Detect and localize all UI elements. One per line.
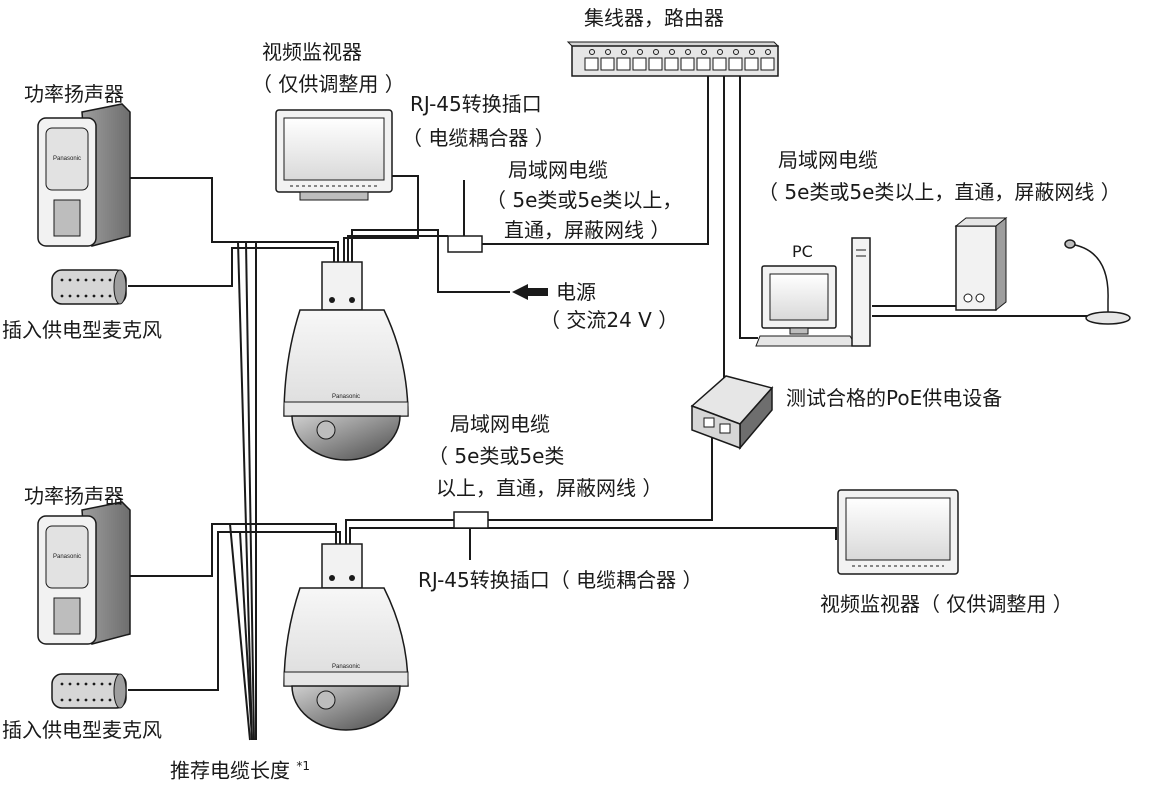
lan-cable-low-label-3: 以上，直通，屏蔽网线 ） xyxy=(436,476,663,500)
pc-speaker-icon xyxy=(954,216,1008,312)
speaker-brand-text: Panasonic xyxy=(53,554,81,560)
cables xyxy=(128,70,1088,741)
cable-speaker-bottom xyxy=(128,523,337,577)
lan-cable-low-label-2: （ 5e类或5e类 xyxy=(428,444,565,468)
speaker-top-icon: Panasonic xyxy=(37,103,131,247)
speaker-bottom-icon: Panasonic xyxy=(37,501,131,645)
lan-cable-right-label-2: （ 5e类或5e类以上，直通，屏蔽网线 ） xyxy=(758,180,1121,204)
coupler-bottom-icon xyxy=(453,511,489,529)
cable-length-text: 推荐电缆长度 xyxy=(170,758,290,783)
monitor-bottom-label: 视频监视器（ 仅供调整用 ） xyxy=(820,592,1073,616)
desk-microphone-icon xyxy=(1064,239,1131,325)
coupler-top-label-1: RJ-45转换插口 xyxy=(410,92,542,116)
poe-device-icon xyxy=(690,375,774,451)
microphone-bottom-icon xyxy=(51,673,127,709)
cable-mic-top xyxy=(128,247,335,287)
power-arrow-icon xyxy=(512,284,548,300)
cable-power xyxy=(351,229,510,293)
cable-length-line xyxy=(229,523,251,741)
coupler-top-icon xyxy=(447,235,483,253)
cable-mic-bottom xyxy=(128,531,341,691)
lan-cable-mid-label-3: 直通，屏蔽网线 ） xyxy=(504,218,671,242)
monitor-top-label-2: （ 仅供调整用 ） xyxy=(252,72,405,96)
hub-label: 集线器，路由器 xyxy=(584,6,724,30)
camera-brand-text: Panasonic xyxy=(332,664,360,670)
cable-poe-coupler-bottom xyxy=(488,434,713,521)
cable-camera-coupler-top xyxy=(347,235,448,262)
cable-camera-monitor-bottom xyxy=(349,527,837,544)
coupler-top-label-2: （ 电缆耦合器 ） xyxy=(402,126,555,150)
lan-cable-low-label-1: 局域网电缆 xyxy=(450,412,550,436)
cable-coupler-camera-bottom xyxy=(345,519,454,544)
microphone-top-label: 插入供电型麦克风 xyxy=(2,318,162,342)
pc-label: PC xyxy=(792,242,813,261)
cable-speaker-top xyxy=(128,177,339,262)
lan-cable-mid-label-1: 局域网电缆 xyxy=(508,158,608,182)
cable-length-label: 推荐电缆长度 *1 xyxy=(170,752,310,785)
cable-monitor-top xyxy=(343,175,419,262)
camera-brand-text: Panasonic xyxy=(332,394,360,400)
cable-length-line xyxy=(239,531,253,741)
cable-hub-pc xyxy=(739,70,758,339)
coupler-bottom-label: RJ-45转换插口（ 电缆耦合器 ） xyxy=(418,568,703,592)
power-label-1: 电源 xyxy=(556,280,596,304)
cable-coupler-hub xyxy=(482,70,709,245)
speaker-bottom-label: 功率扬声器 xyxy=(24,484,124,508)
camera-top-icon: Panasonic xyxy=(283,261,409,461)
poe-label: 测试合格的PoE供电设备 xyxy=(786,386,1003,410)
microphone-bottom-label: 插入供电型麦克风 xyxy=(2,718,162,742)
cable-length-line xyxy=(237,241,253,741)
cable-length-footnote: *1 xyxy=(296,759,310,773)
lan-cable-mid-label-2: （ 5e类或5e类以上， xyxy=(486,188,683,212)
camera-bottom-icon: Panasonic xyxy=(283,543,409,731)
lan-cable-right-label-1: 局域网电缆 xyxy=(778,148,878,172)
pc-icon xyxy=(755,237,871,347)
microphone-top-icon xyxy=(51,269,127,305)
cable-length-line xyxy=(245,241,255,741)
hub-icon xyxy=(566,41,780,77)
speaker-brand-text: Panasonic xyxy=(53,156,81,162)
monitor-bottom-icon xyxy=(837,489,959,575)
monitor-top-label-1: 视频监视器 xyxy=(262,40,362,64)
power-label-2: （ 交流24 V ） xyxy=(540,308,679,332)
speaker-top-label: 功率扬声器 xyxy=(24,82,124,106)
monitor-top-icon xyxy=(275,109,393,201)
